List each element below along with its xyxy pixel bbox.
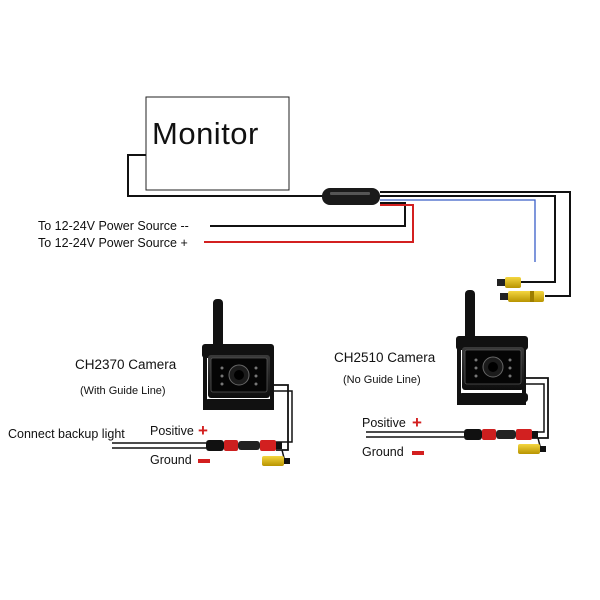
backup-light-label: Connect backup light [8, 427, 125, 441]
power-wire-negative [210, 202, 406, 227]
camera-ch2510-note: (No Guide Line) [343, 374, 421, 386]
monitor-rca-connector-top [497, 277, 521, 288]
power-positive-label: To 12-24V Power Source + [38, 236, 188, 250]
main-cable-top [380, 191, 571, 297]
monitor-box [145, 96, 290, 191]
camera-ch2370-ground-label: Ground [150, 453, 192, 467]
monitor-cable [127, 154, 325, 197]
camera-ch2510-ground-label: Ground [362, 445, 404, 459]
camera-ch2510-model-label: CH2510 Camera [334, 350, 436, 365]
main-cable-second [380, 195, 556, 283]
camera-ch2510-positive-label: Positive [362, 416, 406, 430]
camera-ch2370-note: (With Guide Line) [80, 385, 166, 397]
plus-icon: + [412, 413, 422, 432]
camera-ch2370-harness [112, 440, 290, 466]
camera-ch2370 [202, 299, 293, 451]
camera-ch2510 [456, 290, 549, 439]
power-wire-positive [204, 204, 414, 243]
power-negative-label: To 12-24V Power Source -- [38, 219, 189, 233]
plus-icon: + [198, 421, 208, 440]
signal-wire [380, 199, 536, 262]
minus-icon [412, 451, 424, 455]
minus-icon [198, 459, 210, 463]
camera-ch2370-positive-label: Positive [150, 424, 194, 438]
monitor-label: Monitor [152, 116, 259, 151]
camera-ch2370-model-label: CH2370 Camera [75, 357, 177, 372]
camera-ch2510-harness [366, 429, 546, 454]
harness-module [322, 188, 380, 205]
monitor-rca-connector-bottom [500, 291, 544, 302]
